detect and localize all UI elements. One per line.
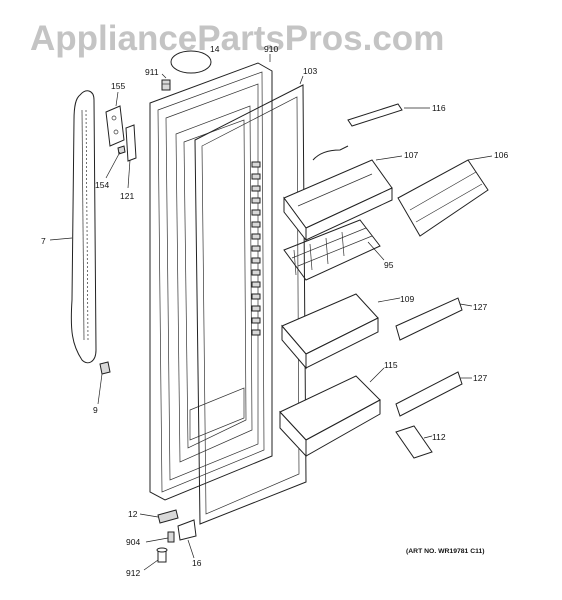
- screw-912: [156, 547, 168, 563]
- wire-rack: [283, 219, 381, 281]
- callout-107: 107: [404, 150, 418, 160]
- callout-106: 106: [494, 150, 508, 160]
- callout-910: 910: [264, 44, 278, 54]
- watermark-text: AppliancePartsPros.com: [30, 19, 444, 58]
- callout-904: 904: [126, 537, 140, 547]
- bushing-904: [167, 531, 175, 543]
- bin-trim-lower: [395, 371, 463, 417]
- door-bin-107: [283, 159, 393, 242]
- callout-109: 109: [400, 294, 414, 304]
- top-cap: [347, 103, 403, 127]
- callout-116: 116: [432, 103, 446, 113]
- trim-piece-112: [395, 425, 433, 459]
- callout-154: 154: [95, 180, 109, 190]
- callout-127-upper: 127: [473, 302, 487, 312]
- callout-95: 95: [384, 260, 394, 270]
- leader-lines: [49, 54, 493, 571]
- dairy-cover: [397, 159, 489, 237]
- door-handle: [70, 90, 97, 364]
- callout-16: 16: [192, 558, 202, 568]
- callout-9: 9: [93, 405, 98, 415]
- door-liner: [175, 105, 253, 463]
- callout-12: 12: [128, 509, 138, 519]
- callout-14: 14: [210, 44, 220, 54]
- door-gasket: [194, 84, 307, 525]
- oval-cap-part: [170, 50, 212, 74]
- hinge-cover-12: [157, 509, 179, 524]
- callout-115: 115: [384, 360, 398, 370]
- art-number: (ART NO. WR19781 C11): [406, 548, 485, 555]
- callout-155: 155: [111, 81, 125, 91]
- callout-127-lower: 127: [473, 373, 487, 383]
- callout-labels: 911 910 14 103 155 116 107 106 154 121 7…: [41, 44, 508, 578]
- door-bin-115: [279, 375, 381, 458]
- callout-912: 912: [126, 568, 140, 578]
- callout-112: 112: [432, 432, 446, 442]
- bin-trim-upper: [395, 297, 463, 341]
- retainer-clip: [312, 145, 349, 161]
- fresh-food-door: [149, 62, 273, 501]
- callout-121: 121: [120, 191, 134, 201]
- shelf-stop-row: [251, 161, 261, 336]
- callout-7: 7: [41, 236, 46, 246]
- screw-9: [99, 361, 111, 375]
- handle-bracket: [105, 105, 137, 162]
- screw-154: [117, 145, 126, 155]
- callout-103: 103: [303, 66, 317, 76]
- hinge-16: [177, 519, 197, 541]
- screw-911: [161, 79, 171, 91]
- door-bin-109: [281, 293, 379, 370]
- callout-911: 911: [145, 67, 159, 77]
